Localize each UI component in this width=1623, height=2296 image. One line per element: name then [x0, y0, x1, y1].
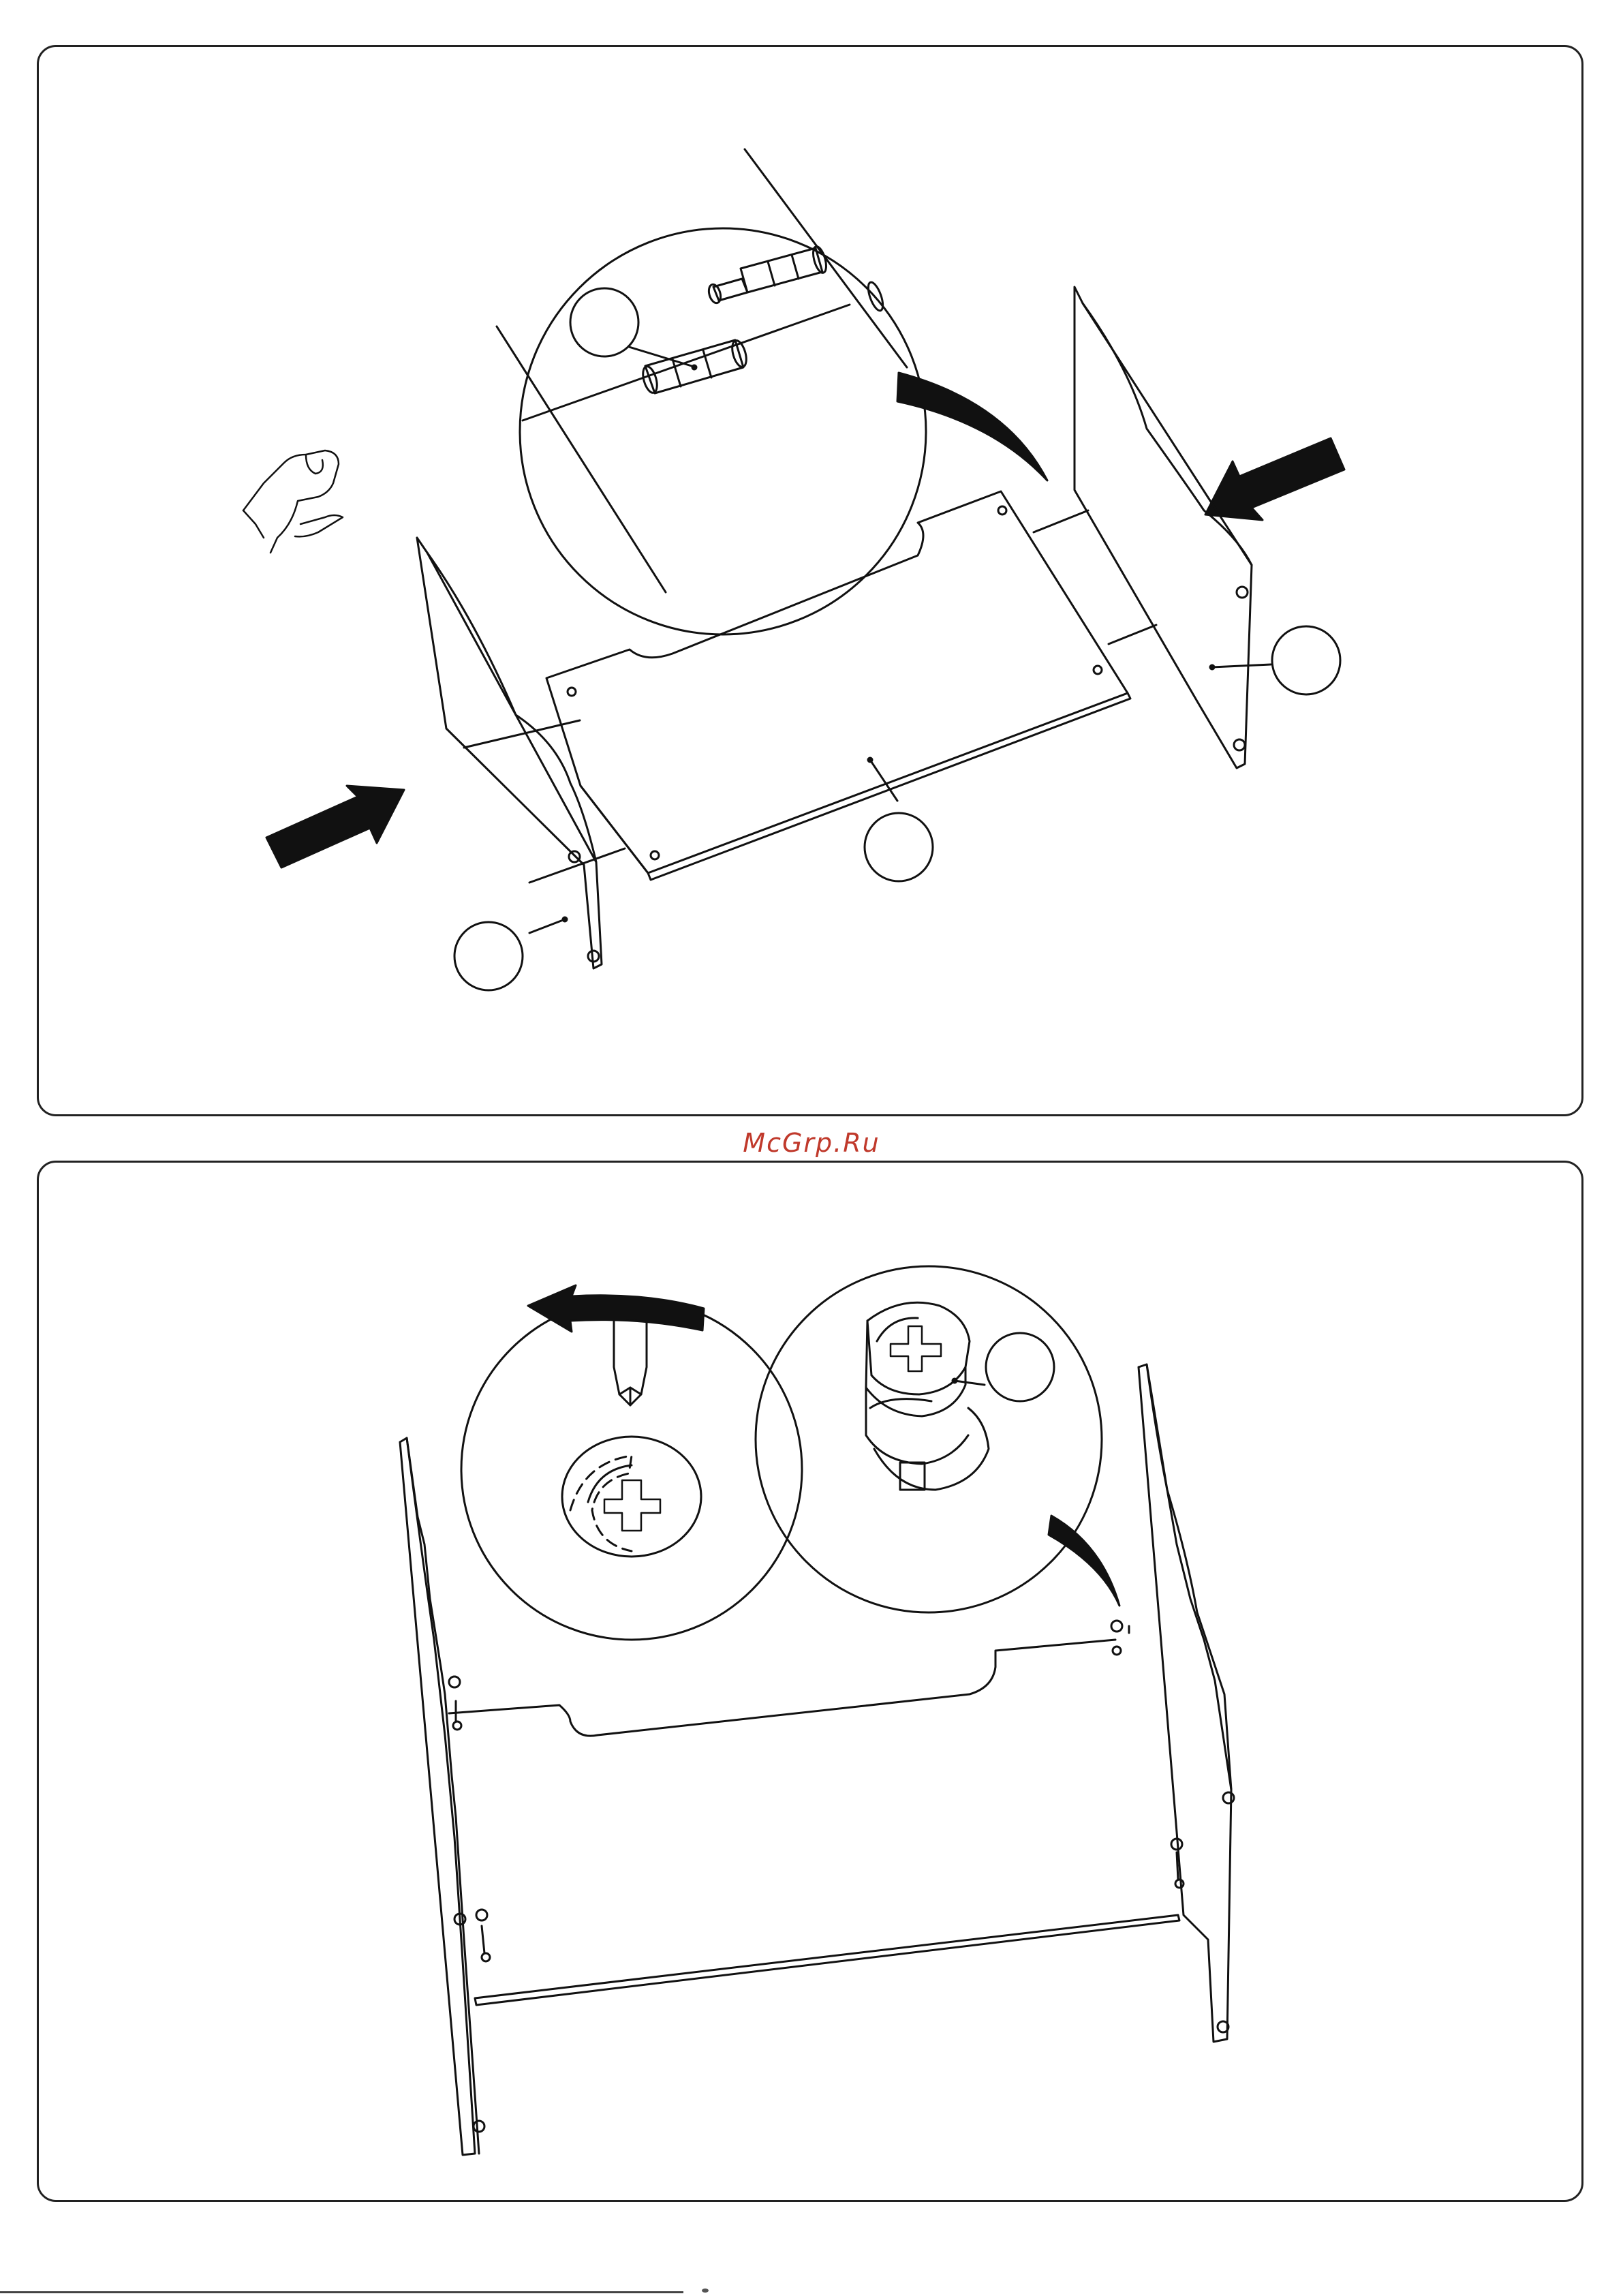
base-board [546, 491, 1130, 881]
magnifier-detail-dowel [497, 149, 1047, 634]
footer-mark [702, 2289, 709, 2293]
magnifier-detail-screwdriver [461, 1285, 802, 1640]
assembly-step-panel-1 [37, 45, 1583, 1116]
watermark-text: McGrp.Ru [0, 1128, 1623, 1158]
step-1-diagram [39, 47, 1586, 1118]
rotate-arrow-icon [528, 1285, 704, 1332]
callout-base [865, 813, 933, 881]
cam-bolt-icon [707, 245, 829, 305]
cam-lock-icon [562, 1437, 701, 1557]
assembly-step-panel-2 [37, 1161, 1583, 2202]
detail-pointer-arrow [1049, 1516, 1119, 1606]
hand-icon [243, 450, 343, 553]
detail-pointer-arrow [897, 373, 1047, 480]
magnifier-detail-cam [756, 1266, 1119, 1612]
arrow-left-icon [1205, 438, 1344, 520]
right-side-panel [1034, 287, 1340, 768]
callout-cam-lock [986, 1333, 1054, 1401]
step-2-diagram [39, 1163, 1586, 2204]
arrow-right-icon [266, 786, 404, 868]
footer-rule [0, 2291, 683, 2293]
assembled-unit [400, 1364, 1234, 2155]
left-side-panel [417, 538, 625, 990]
wooden-dowel-icon [640, 339, 749, 394]
callout-left-panel [454, 922, 523, 990]
callout-right-panel [1272, 626, 1340, 694]
